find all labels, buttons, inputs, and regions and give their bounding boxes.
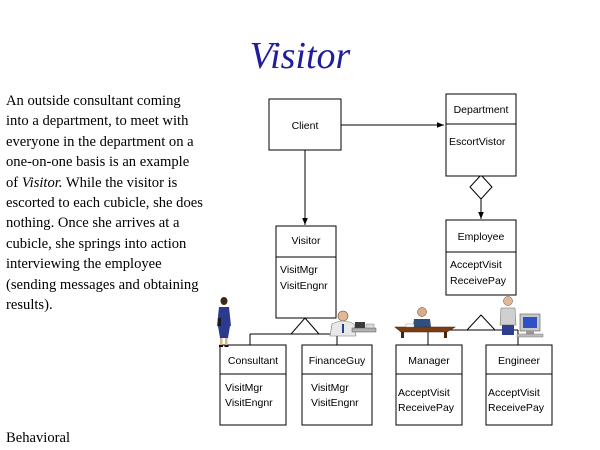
engineer-method: ReceivePay: [488, 402, 545, 414]
visitor-class-name: Visitor: [292, 235, 321, 247]
consultant-method: VisitMgr: [225, 382, 263, 394]
employee-class: Employee AcceptVisit ReceivePay: [445, 219, 517, 296]
client-class-name: Client: [292, 120, 319, 132]
engineer-class-name: Engineer: [498, 355, 541, 367]
financeguy-class: FinanceGuy VisitMgr VisitEngnr: [301, 344, 373, 426]
description-emphasis: Visitor.: [21, 174, 63, 191]
page-title: Visitor: [249, 35, 351, 77]
employee-inheritance-triangle: [465, 314, 497, 331]
employee-class-name: Employee: [458, 231, 505, 243]
aggregation-diamond: [469, 174, 493, 200]
department-class: Department EscortVistor: [445, 93, 517, 177]
consultant-class-name: Consultant: [228, 355, 278, 367]
manager-class: Manager AcceptVisit ReceivePay: [395, 344, 463, 426]
standing-woman-icon: [217, 297, 231, 347]
manager-method: ReceivePay: [398, 402, 455, 414]
consultant-method: VisitEngnr: [225, 397, 273, 409]
man-at-desk-icon: [329, 310, 377, 337]
visitor-class: Visitor VisitMgr VisitEngnr: [275, 225, 337, 319]
manager-at-desk-icon: [394, 307, 457, 338]
client-class: Client: [268, 98, 342, 151]
financeguy-method: VisitMgr: [311, 382, 349, 394]
description-text-end: While the visitor is escorted to each cu…: [6, 174, 203, 314]
manager-method: AcceptVisit: [398, 387, 450, 399]
description-text-start: An outside consultant coming into a depa…: [6, 93, 194, 191]
engineer-at-computer-icon: [499, 296, 544, 338]
consultant-class: Consultant VisitMgr VisitEngnr: [219, 344, 287, 426]
visitor-method: VisitMgr: [280, 264, 318, 276]
employee-method: AcceptVisit: [450, 259, 502, 271]
visitor-method: VisitEngnr: [280, 280, 328, 292]
employee-method: ReceivePay: [450, 275, 507, 287]
engineer-class: Engineer AcceptVisit ReceivePay: [485, 344, 553, 426]
financeguy-class-name: FinanceGuy: [309, 355, 366, 367]
department-method: EscortVistor: [449, 136, 506, 148]
pattern-category: Behavioral: [6, 430, 71, 446]
visitor-inheritance-triangle: [289, 317, 321, 335]
description-text: An outside consultant coming into a depa…: [6, 91, 204, 315]
engineer-method: AcceptVisit: [488, 387, 540, 399]
financeguy-method: VisitEngnr: [311, 397, 359, 409]
department-class-name: Department: [454, 104, 509, 116]
manager-class-name: Manager: [408, 355, 450, 367]
